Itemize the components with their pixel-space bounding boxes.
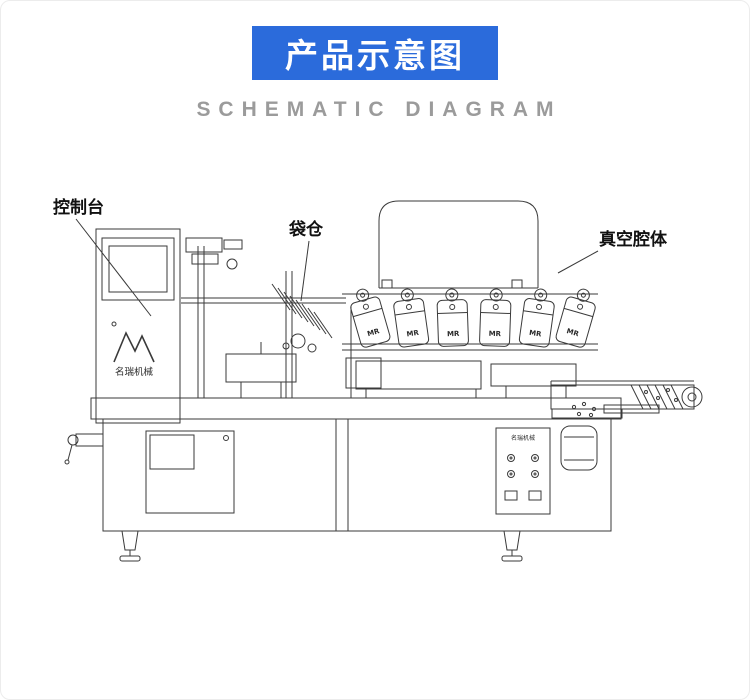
- vacuum-pod: MR: [436, 288, 469, 347]
- page-title: 产品示意图: [285, 37, 465, 74]
- panel-switch: [504, 490, 518, 501]
- vacuum-pod: MR: [479, 288, 512, 347]
- pod-label: MR: [566, 327, 581, 338]
- machine-body: [90, 397, 622, 532]
- control-cabinet: 名瑞机械: [95, 228, 181, 424]
- door-knob: [223, 435, 229, 441]
- console-screen: [108, 245, 168, 293]
- vacuum-pod: MR: [518, 288, 555, 348]
- schematic-diagram: 名瑞机械: [46, 176, 706, 596]
- panel-button: [531, 470, 539, 478]
- pod-label: MR: [488, 330, 501, 338]
- film-roll: [560, 425, 598, 471]
- panel-brand: 名瑞机械: [511, 434, 535, 442]
- vacuum-pod: MR: [393, 288, 430, 348]
- label-bag-magazine: 袋仓: [289, 220, 323, 240]
- pod-label: MR: [406, 329, 420, 339]
- panel-button: [507, 470, 515, 478]
- console-screen-bezel: [101, 237, 175, 301]
- pod-label: MR: [366, 327, 381, 338]
- page-subtitle: SCHEMATIC DIAGRAM: [196, 98, 562, 121]
- vacuum-pod: MR: [350, 288, 391, 348]
- bag-magazine-assembly: [181, 237, 382, 399]
- body-door: [145, 430, 235, 514]
- discharge-conveyor: [550, 380, 703, 419]
- brand-logo-m: [113, 331, 155, 363]
- title-banner: 产品示意图: [252, 26, 498, 80]
- rotary-chamber-band: MR MR MR MR: [342, 288, 598, 398]
- machine-legs: [119, 530, 523, 562]
- vacuum-housing: [378, 200, 539, 289]
- leg: [501, 530, 523, 562]
- brand-name: 名瑞机械: [115, 366, 154, 378]
- panel-button: [531, 454, 539, 462]
- control-panel: 名瑞机械: [495, 427, 551, 515]
- panel-button: [507, 454, 515, 462]
- pod-label: MR: [529, 329, 543, 339]
- pod-label: MR: [447, 330, 460, 338]
- panel-switch: [528, 490, 542, 501]
- crank-handle: [64, 433, 104, 465]
- vacuum-pod: MR: [555, 288, 596, 348]
- label-vacuum-chamber: 真空腔体: [599, 230, 667, 250]
- bag-stack: [271, 283, 333, 339]
- label-control-console: 控制台: [53, 198, 104, 218]
- leader-lines: [75, 218, 599, 317]
- machine-drawing: 名瑞机械: [64, 200, 703, 562]
- leg: [119, 530, 141, 562]
